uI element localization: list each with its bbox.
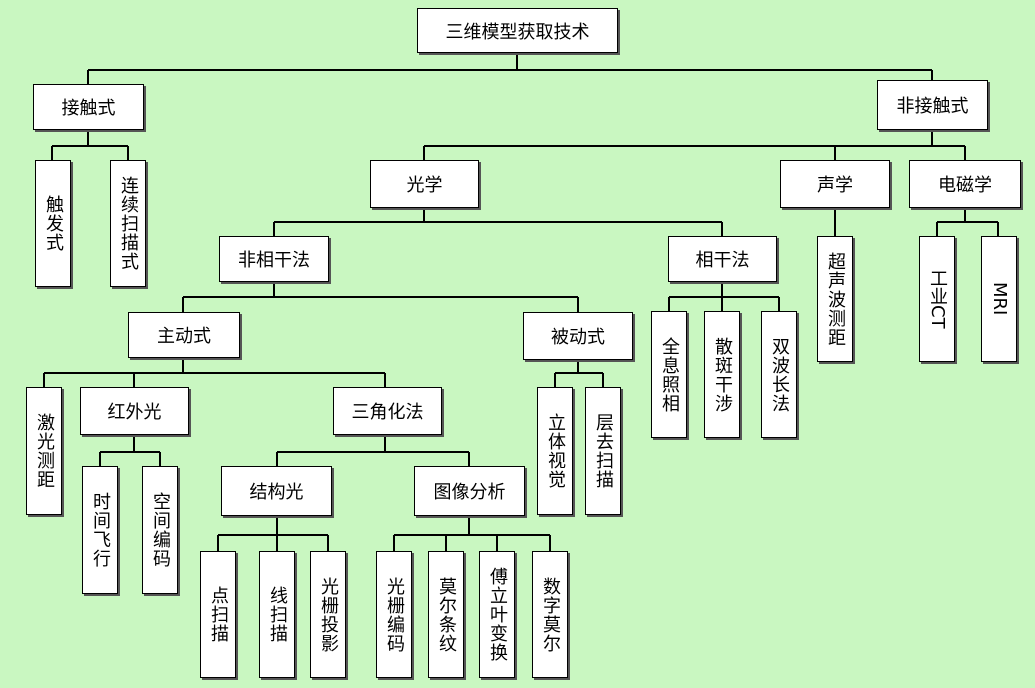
- node-industrial-ct: 工业CT: [919, 236, 955, 362]
- node-optics: 光学: [370, 160, 479, 208]
- node-passive: 被动式: [523, 312, 633, 360]
- node-image-analysis: 图像分析: [414, 466, 525, 516]
- node-infrared: 红外光: [80, 387, 189, 435]
- node-electromagnetics: 电磁学: [909, 160, 1021, 208]
- connector: [393, 516, 551, 551]
- node-label: 空间编码: [150, 492, 171, 568]
- node-label: 非相干法: [238, 250, 310, 271]
- node-contact: 接触式: [33, 84, 144, 130]
- node-label: 时间飞行: [90, 492, 111, 568]
- node-stereo-vision: 立体视觉: [537, 387, 573, 515]
- node-acoustics: 声学: [780, 160, 890, 208]
- node-label: 三角化法: [351, 402, 424, 423]
- node-label: 相干法: [695, 250, 750, 271]
- node-noncontact: 非接触式: [877, 80, 988, 130]
- node-label: 散斑干涉: [712, 336, 733, 413]
- node-label: 红外光: [107, 402, 162, 423]
- node-point-scan: 点扫描: [200, 551, 236, 678]
- node-label: 接触式: [61, 98, 116, 119]
- connector: [87, 53, 933, 84]
- connector: [276, 435, 470, 466]
- node-label: 连续扫描式: [118, 176, 139, 271]
- node-structured-light: 结构光: [221, 466, 332, 516]
- node-root: 三维模型获取技术: [417, 8, 618, 53]
- connector: [273, 208, 723, 236]
- node-label: 线扫描: [267, 586, 288, 643]
- node-label: 数字莫尔: [540, 576, 561, 653]
- connector: [51, 130, 129, 160]
- node-label: 光学: [406, 175, 443, 196]
- node-label: 激光测距: [34, 413, 55, 489]
- node-label: 层去扫描: [593, 413, 614, 489]
- node-label: 全息照相: [659, 336, 680, 413]
- node-coherent: 相干法: [668, 236, 777, 282]
- node-moire-fringe: 莫尔条纹: [428, 551, 464, 678]
- node-layer-scan: 层去扫描: [585, 387, 621, 515]
- node-speckle-interference: 散斑干涉: [704, 311, 740, 438]
- connector: [43, 358, 386, 387]
- node-time-of-flight: 时间飞行: [82, 466, 118, 594]
- connector: [423, 130, 966, 160]
- node-grating-coding: 光栅编码: [376, 551, 412, 678]
- node-label: 被动式: [551, 327, 605, 348]
- node-label: 结构光: [249, 482, 304, 503]
- connector: [99, 435, 161, 466]
- node-label: 立体视觉: [545, 413, 566, 489]
- node-continuous-scan: 连续扫描式: [110, 160, 146, 287]
- node-incoherent: 非相干法: [219, 236, 329, 282]
- node-label: 非接触式: [896, 96, 969, 117]
- node-ultrasonic: 超声波测距: [817, 236, 853, 362]
- node-label: MRI: [989, 282, 1010, 316]
- connector: [182, 282, 579, 312]
- node-label: 光栅编码: [384, 576, 405, 653]
- node-spatial-coding: 空间编码: [142, 466, 178, 594]
- connector: [668, 282, 780, 311]
- node-label: 点扫描: [208, 586, 229, 643]
- connector: [554, 360, 604, 387]
- node-holography: 全息照相: [651, 311, 687, 438]
- node-grating-projection: 光栅投影: [310, 551, 346, 678]
- node-fourier: 傅立叶变换: [479, 551, 515, 678]
- node-label: 主动式: [157, 326, 211, 347]
- node-label: 莫尔条纹: [436, 576, 457, 653]
- node-label: 傅立叶变换: [487, 567, 508, 662]
- node-label: 光栅投影: [318, 576, 339, 653]
- node-dual-wavelength: 双波长法: [761, 311, 797, 438]
- node-laser-ranging: 激光测距: [26, 387, 62, 515]
- node-mri: MRI: [981, 236, 1017, 362]
- node-label: 超声波测距: [825, 251, 846, 347]
- node-digital-moire: 数字莫尔: [532, 551, 568, 678]
- node-label: 三维模型获取技术: [445, 21, 590, 43]
- node-label: 图像分析: [433, 482, 506, 503]
- connector: [936, 208, 999, 236]
- node-label: 声学: [817, 175, 853, 196]
- node-label: 双波长法: [769, 336, 790, 413]
- node-label: 工业CT: [927, 269, 948, 329]
- node-label: 触发式: [43, 195, 64, 252]
- node-active: 主动式: [128, 312, 240, 358]
- node-trigger: 触发式: [35, 160, 71, 287]
- node-triangulation: 三角化法: [333, 387, 442, 435]
- node-label: 电磁学: [938, 175, 992, 196]
- connector: [217, 516, 329, 551]
- node-line-scan: 线扫描: [259, 551, 295, 678]
